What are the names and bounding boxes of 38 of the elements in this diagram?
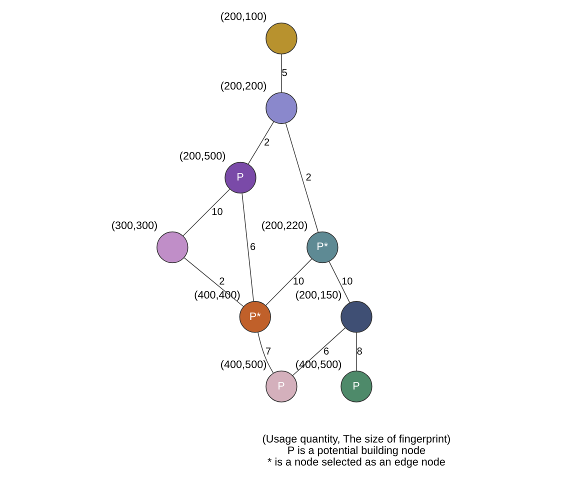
node-circle: P* — [306, 231, 338, 264]
connector — [241, 192, 254, 302]
node-circle — [340, 301, 372, 333]
connector — [247, 121, 274, 165]
node-circle: P — [224, 162, 256, 194]
node-label: (400,500) — [220, 359, 266, 372]
label: P is a potential building node — [286, 444, 426, 457]
connector — [328, 261, 350, 304]
edge-label: 6 — [250, 242, 256, 253]
node-label: (300,300) — [110, 220, 158, 232]
node-label: (200,500) — [178, 150, 226, 162]
node-circle: P* — [238, 301, 271, 333]
edge-label: 10 — [211, 207, 222, 218]
node-circle — [265, 92, 297, 124]
edge-label: 6 — [323, 346, 329, 358]
connector — [182, 188, 230, 236]
connector — [280, 54, 282, 93]
node-label: (200,220) — [260, 220, 308, 232]
node-circle — [156, 231, 188, 264]
edge-label: 10 — [341, 276, 352, 288]
connector — [257, 332, 274, 374]
edge-label: 5 — [281, 68, 287, 79]
edge-label: 7 — [265, 346, 271, 358]
node-circle: P — [265, 370, 297, 402]
edge-label: 2 — [263, 138, 270, 149]
node-circle: P — [340, 370, 372, 402]
edge-label: 2 — [218, 276, 224, 288]
node-circle — [265, 22, 297, 54]
label: (Usage quantity, The size of fingerprint) — [262, 433, 450, 446]
connector — [264, 258, 312, 306]
edge-label: 10 — [292, 276, 304, 288]
edge-label: 2 — [305, 172, 311, 184]
edge-label: 8 — [356, 346, 362, 358]
connector — [284, 122, 318, 233]
node-label: (200,100) — [220, 11, 266, 24]
node-label: (200,200) — [220, 80, 266, 93]
label: * is a node selected as an edge node — [266, 456, 445, 469]
node-label: (200,150) — [294, 289, 342, 302]
